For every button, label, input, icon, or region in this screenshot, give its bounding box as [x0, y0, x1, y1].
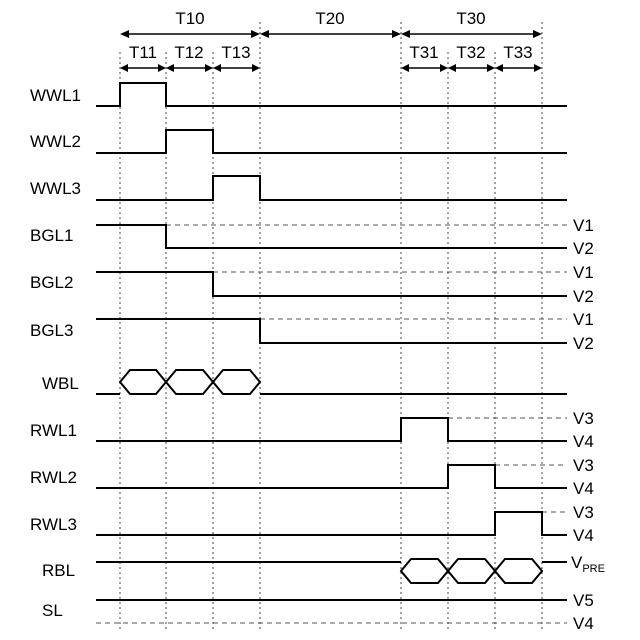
- level-label-bgl3-high: V1: [573, 310, 594, 329]
- level-label-bgl2-high: V1: [573, 263, 594, 282]
- signal-names: WWL1 WWL2 WWL3 BGL1 BGL2 BGL3 WBL RWL1 R…: [30, 86, 81, 620]
- level-label-rwl2-low: V4: [573, 479, 594, 498]
- period-label-t11: T11: [129, 43, 157, 62]
- waveform-rwl3: [96, 512, 567, 535]
- level-label-bgl1-high: V1: [573, 216, 594, 235]
- signal-name-wwl2: WWL2: [30, 132, 81, 151]
- signal-name-rwl1: RWL1: [30, 421, 77, 440]
- arrowhead-t11-left: [120, 64, 128, 72]
- waveform-rwl2: [96, 465, 567, 488]
- arrowhead-t31-left: [401, 64, 409, 72]
- level-label-rwl3-high: V3: [573, 503, 594, 522]
- waveform-rbl: [96, 559, 567, 583]
- period-label-t32: T32: [456, 43, 485, 62]
- rbl-data-t31: [401, 559, 448, 583]
- signal-name-rwl3: RWL3: [30, 515, 77, 534]
- signal-name-wwl1: WWL1: [30, 86, 81, 105]
- arrowhead-t12-left: [166, 64, 174, 72]
- wbl-data-t13: [213, 370, 260, 394]
- waveform-wwl1: [96, 83, 567, 106]
- level-label-rwl1-low: V4: [573, 432, 594, 451]
- signal-name-bgl3: BGL3: [30, 321, 73, 340]
- waveform-rwl1: [96, 418, 567, 441]
- arrowhead-t10-right: [251, 30, 260, 38]
- signal-name-bgl2: BGL2: [30, 273, 73, 292]
- rbl-data-t32: [448, 559, 495, 583]
- waveform-bgl1: [96, 225, 567, 248]
- level-label-sl-low: V4: [573, 614, 594, 633]
- arrowhead-t13-left: [213, 64, 221, 72]
- waveform-bgl2: [96, 272, 567, 296]
- period-label-t10: T10: [175, 9, 204, 28]
- level-label-rwl2-high: V3: [573, 456, 594, 475]
- signal-name-rbl: RBL: [42, 561, 75, 580]
- arrowhead-t30-left: [401, 30, 410, 38]
- period-label-t31: T31: [409, 43, 438, 62]
- arrowhead-t10-left: [120, 30, 129, 38]
- waveform-bgl3: [96, 319, 567, 343]
- signal-name-wwl3: WWL3: [30, 179, 81, 198]
- waveform-wwl3: [96, 176, 567, 200]
- level-label-rbl-vpre: VPRE: [571, 553, 605, 575]
- arrowhead-t31-right: [440, 64, 448, 72]
- level-label-sl-high: V5: [573, 591, 594, 610]
- arrowhead-t13-right: [252, 64, 260, 72]
- period-labels: T10 T20 T30 T11 T12 T13 T31 T32 T33: [129, 9, 533, 62]
- wbl-data-t11: [120, 370, 166, 394]
- period-label-t12: T12: [174, 43, 203, 62]
- arrowhead-t20-left: [260, 30, 269, 38]
- waveform-wbl: [96, 370, 567, 394]
- level-label-bgl2-low: V2: [573, 287, 594, 306]
- signal-name-wbl: WBL: [42, 374, 79, 393]
- waveform-wwl2: [96, 130, 567, 153]
- level-label-bgl3-low: V2: [573, 334, 594, 353]
- arrowhead-t33-left: [495, 64, 503, 72]
- arrowhead-t12-right: [205, 64, 213, 72]
- period-label-t33: T33: [503, 43, 532, 62]
- rbl-data-t33: [495, 559, 542, 583]
- reference-levels: [96, 225, 567, 623]
- signal-name-sl: SL: [42, 601, 63, 620]
- signal-name-rwl2: RWL2: [30, 468, 77, 487]
- arrowhead-t33-right: [534, 64, 542, 72]
- arrowhead-t11-right: [158, 64, 166, 72]
- time-guides: [120, 22, 542, 632]
- arrowhead-t32-left: [448, 64, 456, 72]
- period-label-t30: T30: [456, 9, 485, 28]
- period-label-t20: T20: [315, 9, 344, 28]
- arrowhead-t30-right: [533, 30, 542, 38]
- arrowhead-t32-right: [487, 64, 495, 72]
- level-label-bgl1-low: V2: [573, 239, 594, 258]
- wbl-data-t12: [166, 370, 213, 394]
- level-label-rbl-v: V: [571, 553, 583, 572]
- waveforms: [96, 83, 567, 600]
- level-label-rbl-pre: PRE: [582, 563, 605, 575]
- level-label-rwl1-high: V3: [573, 409, 594, 428]
- arrowhead-t20-right: [392, 30, 401, 38]
- period-label-t13: T13: [221, 43, 250, 62]
- level-label-rwl3-low: V4: [573, 526, 594, 545]
- level-labels: V1 V2 V1 V2 V1 V2 V3 V4 V3 V4 V3 V4 VPRE…: [571, 216, 605, 633]
- signal-name-bgl1: BGL1: [30, 226, 73, 245]
